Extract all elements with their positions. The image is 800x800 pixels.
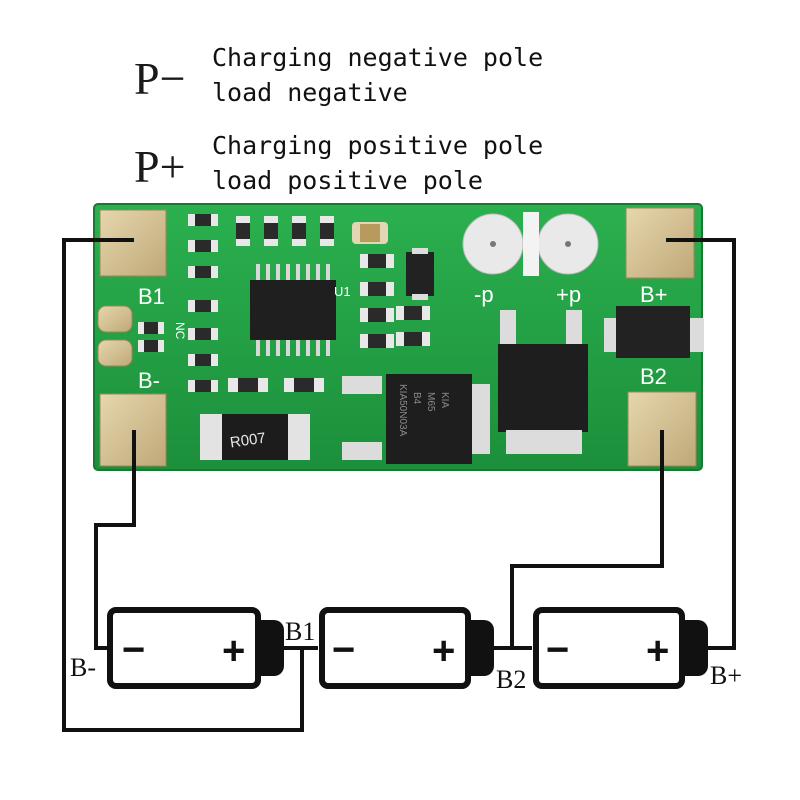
battery-3-minus: − <box>546 628 569 672</box>
mosfet-part: KIA50N03A <box>397 384 408 437</box>
battery-1: − + <box>107 607 284 689</box>
board-label-plus-p: +p <box>556 282 581 307</box>
p-plus-line-1: Charging positive pole <box>212 131 544 160</box>
p-minus-line-1: Charging negative pole <box>212 43 544 72</box>
mosfet-text-m65: M65 <box>425 392 436 412</box>
pad-p-plus <box>625 207 695 279</box>
shunt-resistor <box>200 414 310 460</box>
p-plus-line-2: load positive pole <box>212 166 483 195</box>
p-plus-description: Charging positive pole load positive pol… <box>212 128 543 198</box>
wire-p-plus <box>666 238 736 650</box>
battery-2-minus: − <box>332 628 355 672</box>
wire-b-minus <box>94 430 136 650</box>
mosfet-2 <box>498 310 588 454</box>
board-label-u1: U1 <box>334 284 351 299</box>
mosfet-markings: KIA M65 B4 KIA50N03A <box>397 384 450 437</box>
battery-1-minus: − <box>122 628 145 672</box>
board-label-b-minus: B- <box>138 368 160 393</box>
p-plus-symbol: P+ <box>134 141 186 192</box>
wiring <box>62 238 736 732</box>
wire-label-b2: B2 <box>496 665 526 694</box>
battery-1-plus: + <box>222 629 245 673</box>
battery-2-plus: + <box>432 629 455 673</box>
board-label-b-plus: B+ <box>640 282 668 307</box>
mosfet-1 <box>342 374 490 464</box>
p-minus-description: Charging negative pole load negative <box>212 40 543 110</box>
battery-3: − + <box>533 607 708 689</box>
wire-label-b-plus: B+ <box>710 661 742 690</box>
wire-label-b1: B1 <box>285 617 315 646</box>
mosfet-text-kia: KIA <box>439 392 450 408</box>
pad-b1-a <box>97 305 133 333</box>
battery-3-plus: + <box>646 629 669 673</box>
pad-b1-b <box>97 339 133 367</box>
mosfet-text-b4: B4 <box>411 392 422 405</box>
wire-label-b-minus: B- <box>70 653 96 682</box>
smd-components <box>138 214 434 392</box>
pcb-board: B1 B- B+ B2 -p +p U1 NC R007 KIA M65 B4 … <box>93 203 704 471</box>
board-label-nc: NC <box>173 322 187 340</box>
mosfet-3 <box>604 306 704 358</box>
resistor-code: R007 <box>229 430 267 452</box>
ic-chip <box>250 264 336 356</box>
battery-2: − + <box>319 607 494 689</box>
p-minus-symbol: P− <box>134 53 186 104</box>
board-label-b2: B2 <box>640 364 667 389</box>
board-label-minus-p: -p <box>474 282 494 307</box>
pad-p-minus <box>99 209 167 277</box>
p-minus-line-2: load negative <box>212 78 408 107</box>
board-label-b1: B1 <box>138 284 165 309</box>
